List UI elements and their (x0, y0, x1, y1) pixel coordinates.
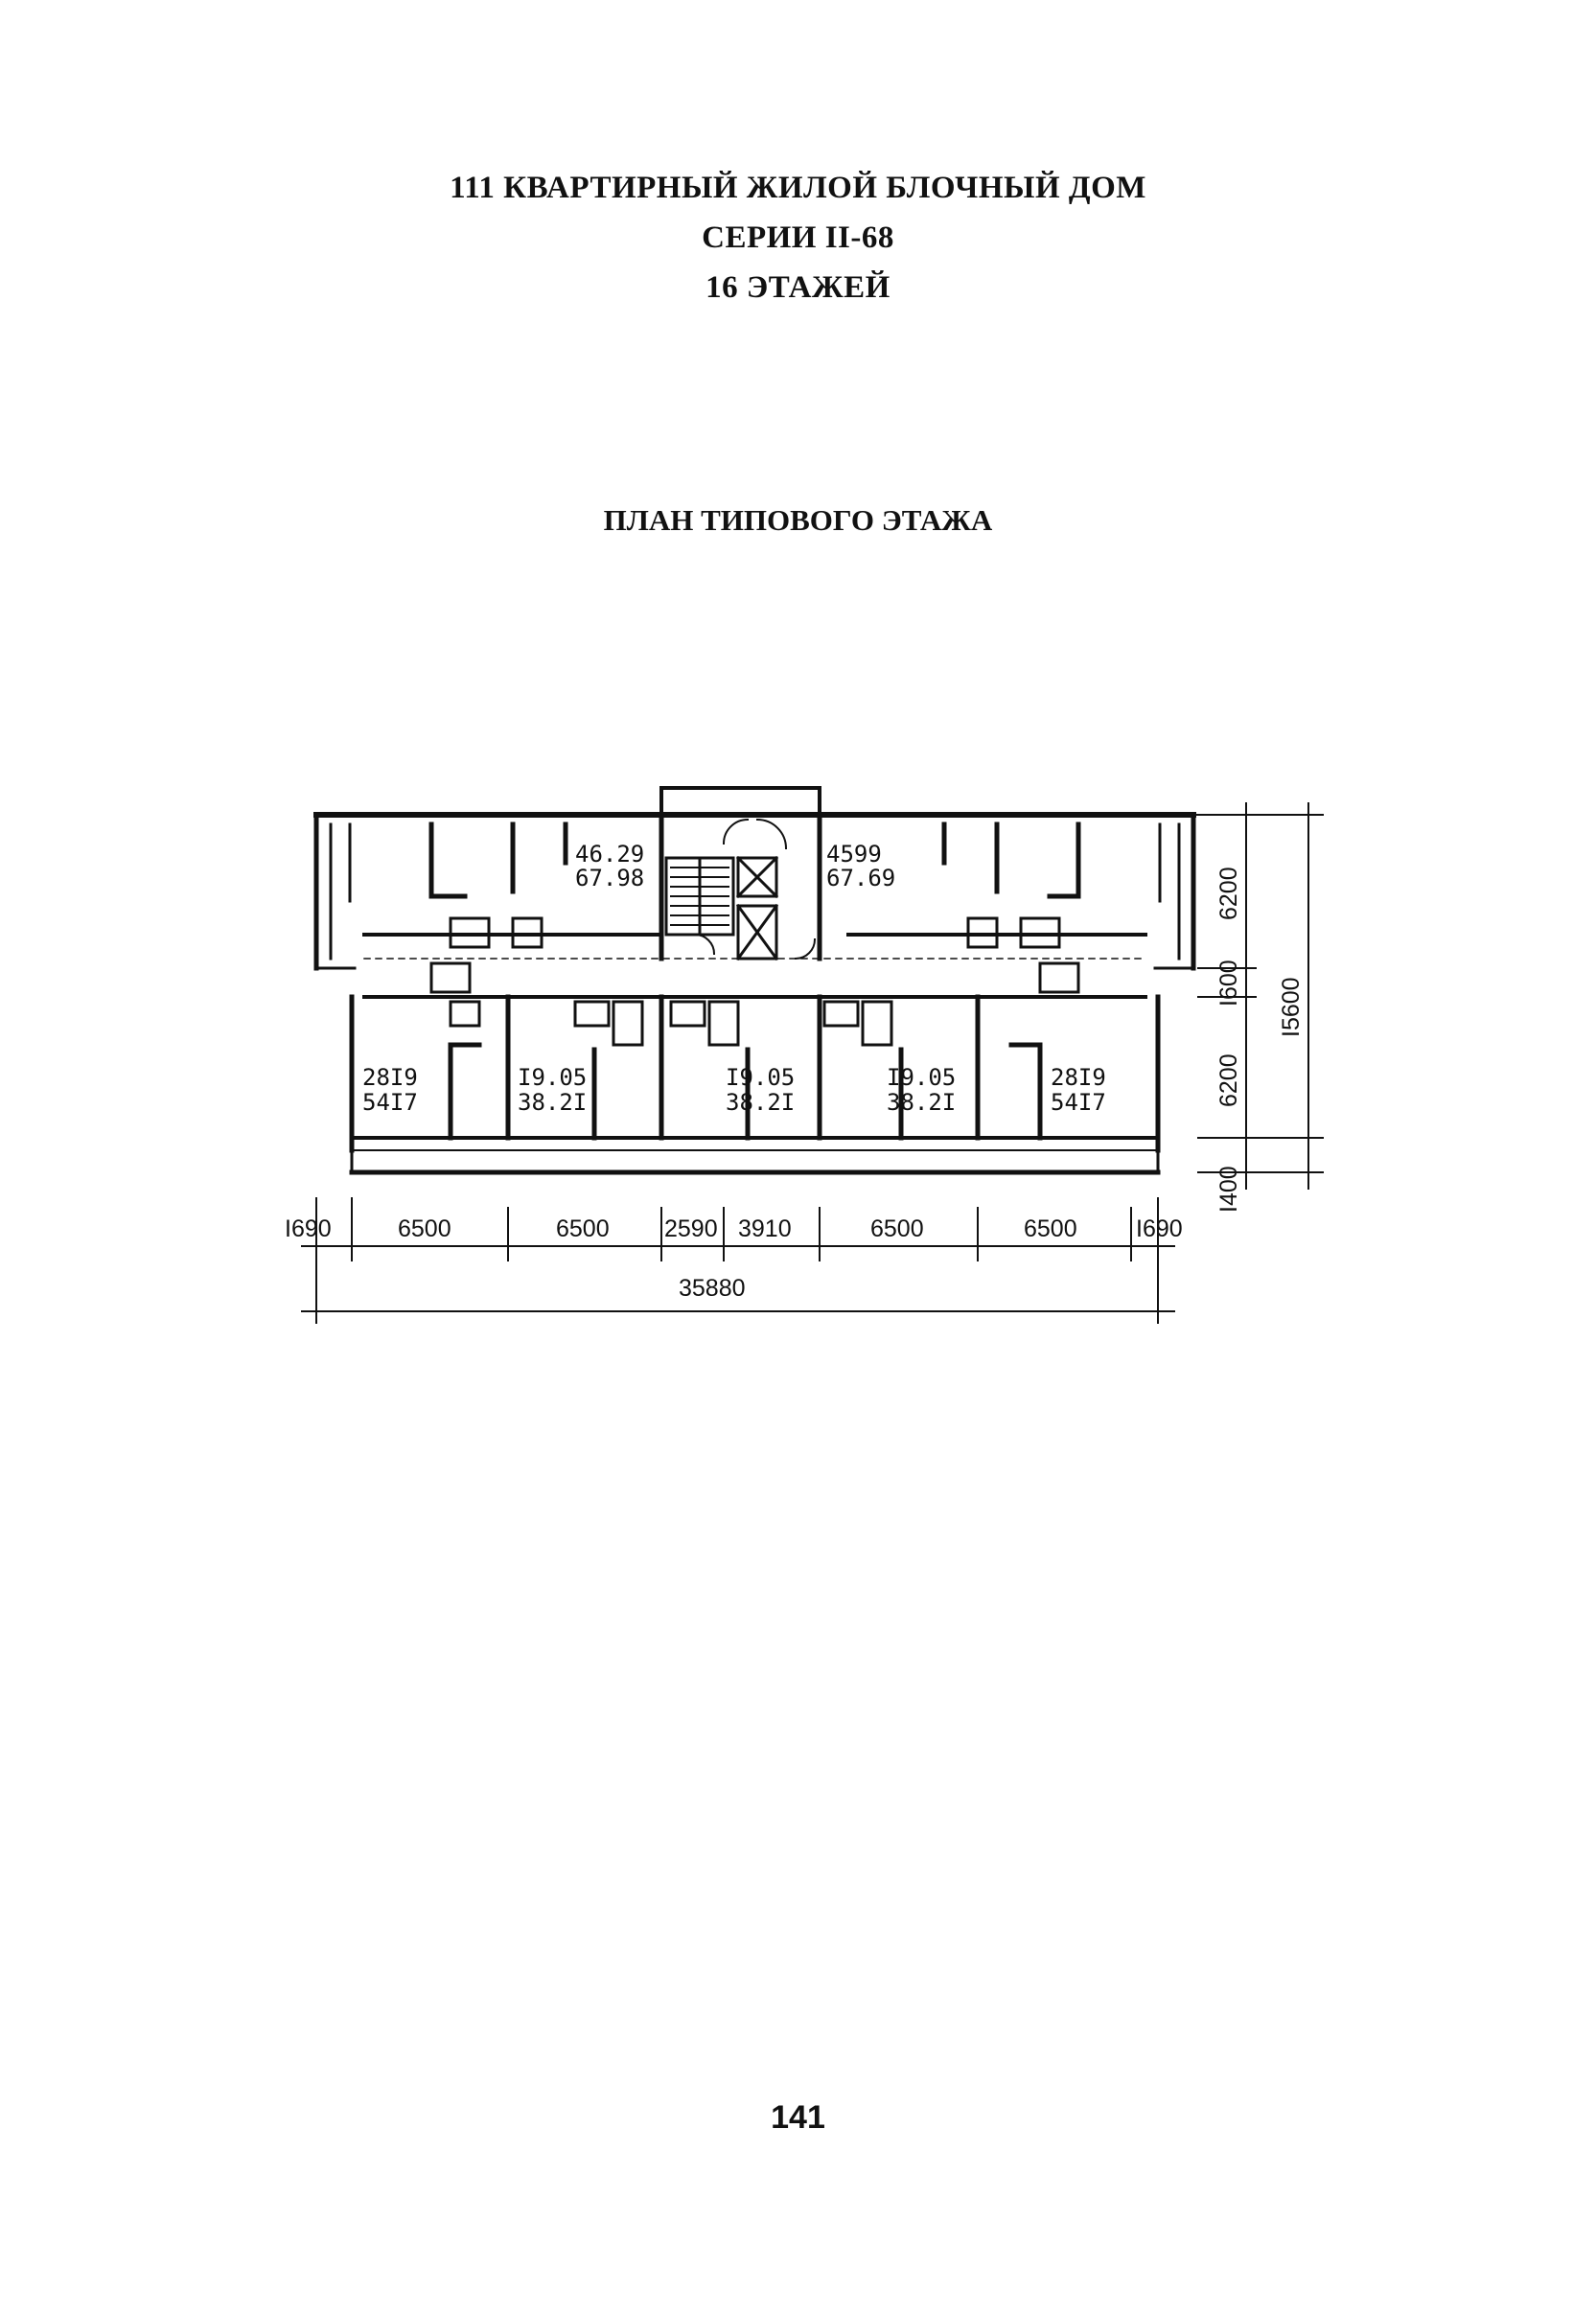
dim-h-5: 3910 (738, 1215, 792, 1242)
dim-v-3: 6200 (1215, 1053, 1242, 1107)
top-partitions (428, 812, 1081, 961)
dim-h-8: I690 (1136, 1215, 1183, 1242)
apt-bottom-5-total: 54I7 (1051, 1089, 1106, 1116)
overall-width: 35880 (679, 1275, 746, 1302)
wet-cores (429, 916, 1080, 1047)
apt-bottom-2-total: 38.2I (518, 1089, 587, 1116)
dim-v-1: 6200 (1215, 867, 1242, 920)
apartment-labels: 46.29 67.98 4599 67.69 28I9 54I7 I9.05 3… (362, 841, 1106, 1116)
apt-bottom-5-living: 28I9 (1051, 1064, 1106, 1091)
dim-h-3: 6500 (556, 1215, 610, 1242)
apt-bottom-4-living: I9.05 (887, 1064, 956, 1091)
doors (693, 818, 817, 960)
corridor (362, 933, 1147, 999)
plan-heading: ПЛАН ТИПОВОГО ЭТАЖА (603, 503, 993, 537)
apt-top-2-living: 4599 (826, 841, 882, 868)
dim-h-7: 6500 (1024, 1215, 1077, 1242)
stairwell (664, 856, 735, 937)
apt-top-1-living: 46.29 (575, 841, 644, 868)
apt-bottom-2-living: I9.05 (518, 1064, 587, 1091)
dim-h-2: 6500 (398, 1215, 451, 1242)
dim-h-4: 2590 (664, 1215, 718, 1242)
vertical-dimension-labels: 6200 I600 6200 I400 I5600 (1215, 867, 1305, 1213)
apt-top-1-total: 67.98 (575, 865, 644, 891)
page-number: 141 (771, 2099, 825, 2136)
apt-top-2-total: 67.69 (826, 865, 895, 891)
title-block: 111 КВАРТИРНЫЙ ЖИЛОЙ БЛОЧНЫЙ ДОМ СЕРИИ I… (0, 163, 1596, 312)
vertical-dimension-lines (1188, 802, 1324, 1190)
title-line-3: 16 ЭТАЖЕЙ (705, 270, 891, 305)
dim-h-6: 6500 (870, 1215, 924, 1242)
apt-bottom-3-total: 38.2I (726, 1089, 795, 1116)
overall-depth: I5600 (1278, 977, 1305, 1037)
apt-bottom-1-total: 54I7 (362, 1089, 418, 1116)
dim-v-2: I600 (1215, 960, 1242, 1007)
horizontal-dimension-labels: I690 6500 6500 2590 3910 6500 6500 I690 … (285, 1215, 1183, 1302)
title-line-2: СЕРИИ II-68 (702, 220, 894, 255)
title-line-1: 111 КВАРТИРНЫЙ ЖИЛОЙ БЛОЧНЫЙ ДОМ (450, 171, 1146, 205)
dim-v-4: I400 (1215, 1166, 1242, 1213)
apt-bottom-4-total: 38.2I (887, 1089, 956, 1116)
bottom-partitions (448, 994, 1043, 1141)
loggias (329, 822, 1181, 960)
horizontal-dimension-lines (301, 1197, 1175, 1324)
outer-walls (313, 786, 1196, 1175)
dim-h-1: I690 (285, 1215, 332, 1242)
apt-bottom-1-living: 28I9 (362, 1064, 418, 1091)
apt-bottom-3-living: I9.05 (726, 1064, 795, 1091)
elevators (735, 855, 779, 961)
